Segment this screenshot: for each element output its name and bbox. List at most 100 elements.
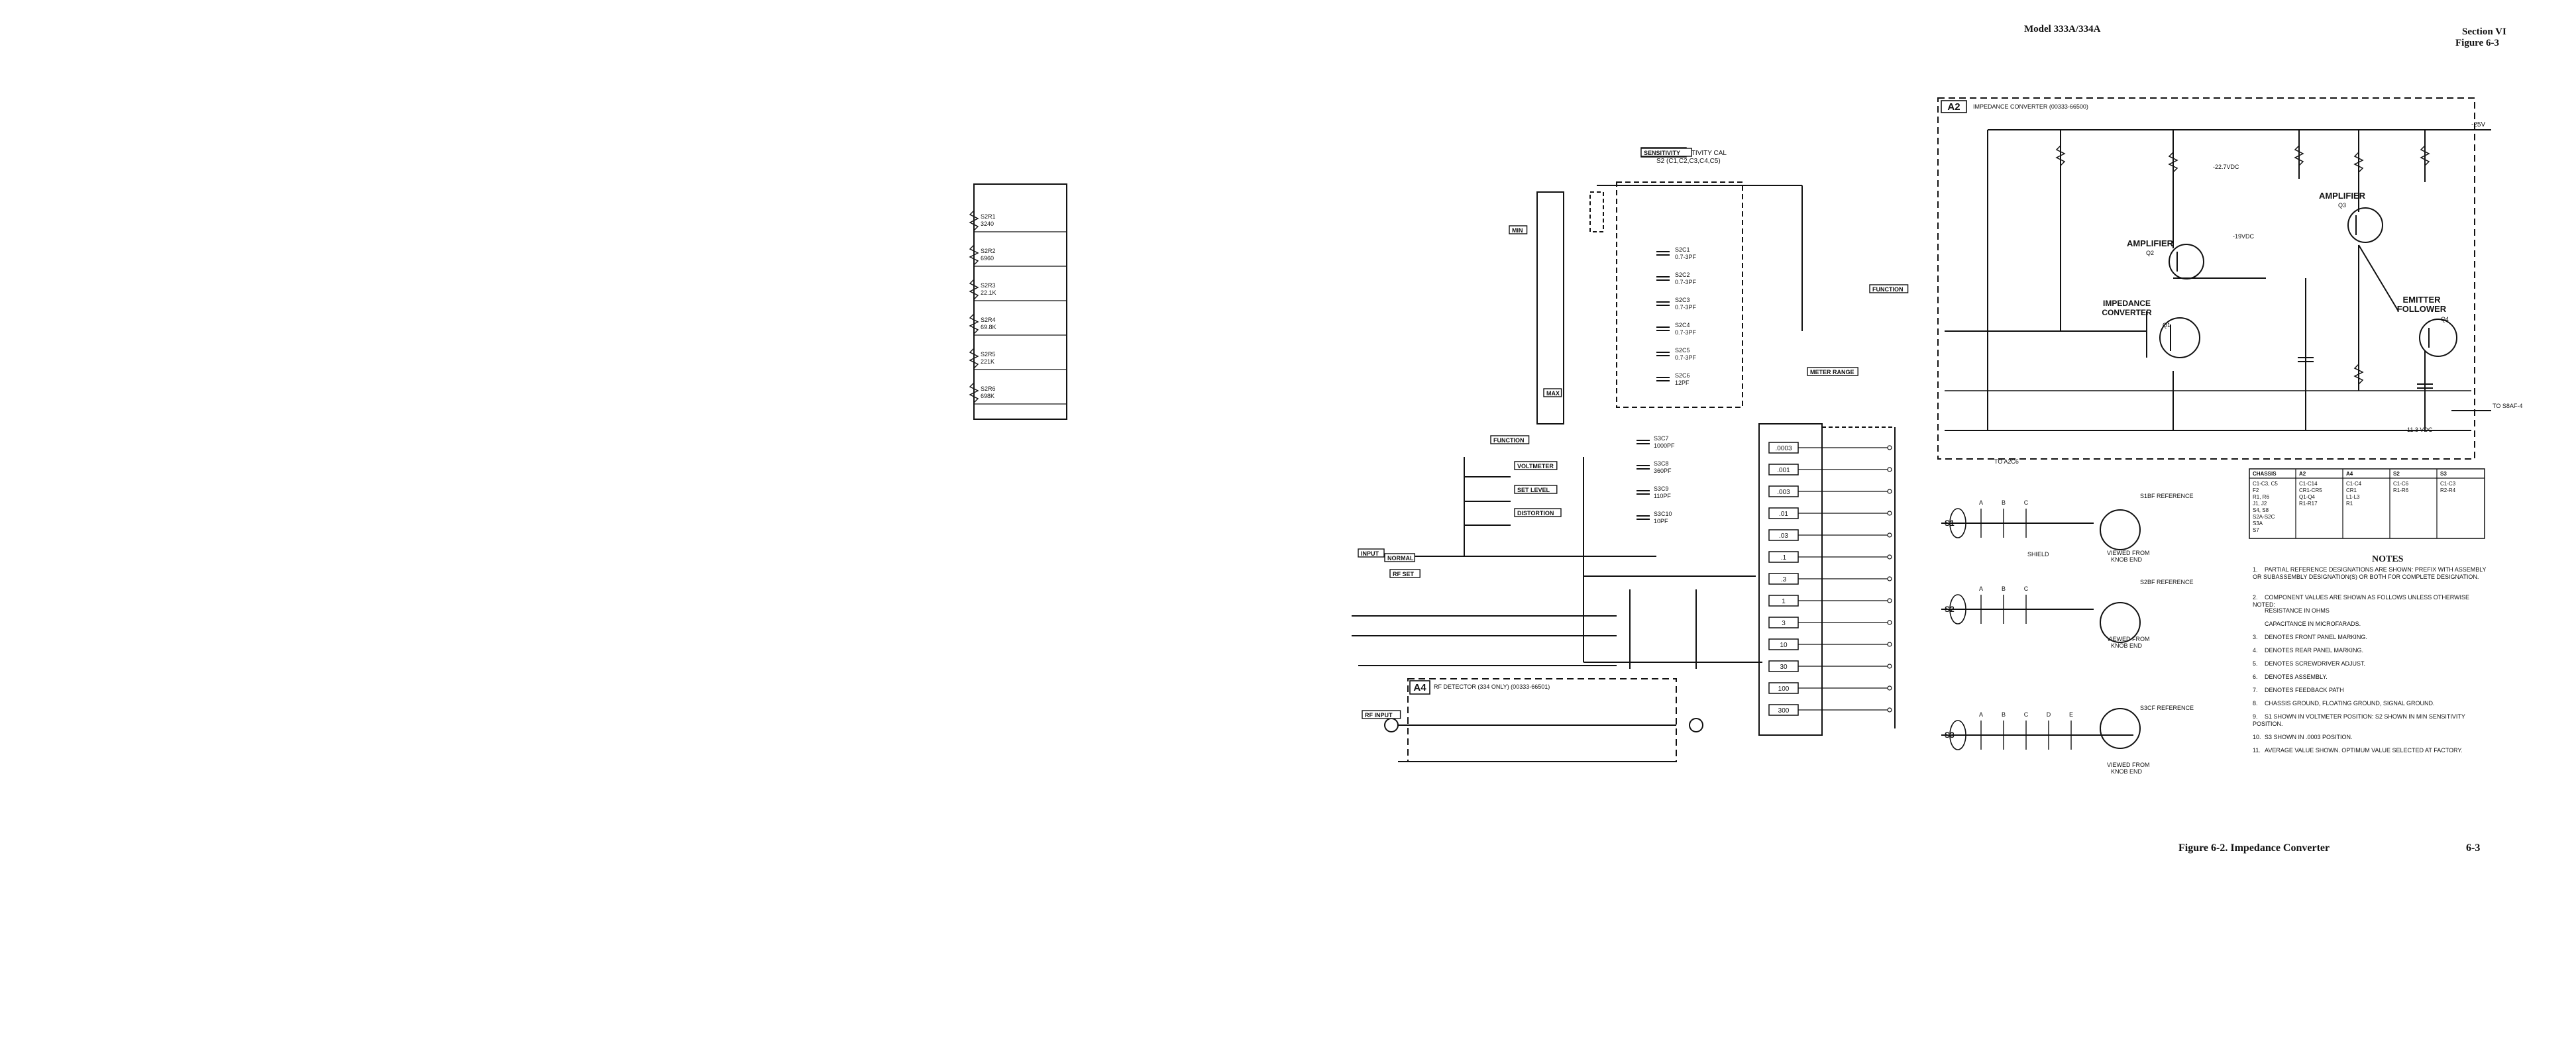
svg-text:RF INPUT: RF INPUT: [1365, 712, 1393, 719]
svg-text:C: C: [2024, 499, 2029, 506]
function-top-label: FUNCTION: [1869, 284, 1909, 293]
min-label: MIN: [1509, 225, 1528, 234]
q3-ref: Q3: [2338, 202, 2346, 209]
svg-text:.0003: .0003: [1775, 445, 1792, 452]
svg-text:A: A: [1979, 499, 1983, 506]
generated-marks: A4 RF DETECTOR (334 ONLY) (00333-66501) .0…: [969, 210, 2194, 775]
note-item: 7.DENOTES FEEDBACK PATH: [2253, 687, 2491, 694]
rf-input-label: RF INPUT: [1362, 710, 1401, 719]
note-number: 7.: [2253, 687, 2258, 693]
range-button: 3: [1768, 617, 1892, 628]
svg-text:1000PF: 1000PF: [1654, 442, 1675, 449]
q4-transistor: [2419, 319, 2457, 357]
svg-text:.1: .1: [1781, 554, 1787, 562]
a4-tag: A4: [1413, 682, 1426, 693]
svg-text:S2R6: S2R6: [981, 385, 996, 392]
note-number: 10.: [2253, 734, 2261, 740]
note-number: 1.: [2253, 566, 2258, 573]
svg-text:VIEWED FROM: VIEWED FROM: [2107, 762, 2150, 768]
svg-text:KNOB END: KNOB END: [2111, 556, 2143, 563]
a4-name: RF DETECTOR (334 ONLY) (00333-66501): [1434, 683, 1550, 690]
svg-text:.3: .3: [1781, 576, 1787, 583]
svg-text:S3C8: S3C8: [1654, 460, 1669, 467]
q1-label-2: CONVERTER: [2102, 308, 2152, 317]
note-text: DENOTES SCREWDRIVER ADJUST.: [2265, 660, 2366, 667]
chassis-table-frame: [2249, 468, 2485, 539]
note-number: 8.: [2253, 700, 2258, 707]
svg-text:KNOB END: KNOB END: [2111, 768, 2143, 775]
svg-text:S3C10: S3C10: [1654, 511, 1672, 517]
svg-text:VOLTMETER: VOLTMETER: [1517, 463, 1554, 470]
svg-text:3: 3: [1782, 620, 1786, 627]
note-item: 8. CHASSIS GROUND, FLOATING GROUND, SIGNA…: [2253, 700, 2491, 707]
a2-name: IMPEDANCE CONVERTER (00333-66500): [1973, 103, 2088, 110]
svg-text:110PF: 110PF: [1654, 493, 1671, 499]
input-label: INPUT: [1358, 548, 1385, 558]
svg-text:0.7-3PF: 0.7-3PF: [1675, 279, 1697, 285]
sensitivity-label: SENSITIVITY: [1640, 148, 1692, 157]
chassis-cell: C1-C4: [2346, 481, 2362, 487]
note-text: S1 SHOWN IN VOLTMETER POSITION: S2 SHOWN…: [2253, 713, 2465, 727]
note-text: DENOTES REAR PANEL MARKING.: [2265, 647, 2364, 654]
note-text: CHASSIS GROUND, FLOATING GROUND, SIGNAL …: [2265, 700, 2435, 707]
chassis-cell: C1-C3, C5: [2253, 481, 2278, 487]
q3-transistor: [2347, 207, 2383, 243]
svg-text:S2C2: S2C2: [1675, 272, 1690, 278]
note-number: 2.: [2253, 594, 2258, 601]
svg-text:0.7-3PF: 0.7-3PF: [1675, 304, 1697, 311]
set-level-label: SET LEVEL: [1514, 485, 1558, 494]
chassis-cell: R2-R4: [2440, 487, 2456, 493]
note-item: CAPACITANCE IN MICROFARADS.: [2253, 621, 2491, 628]
svg-text:300: 300: [1778, 707, 1790, 715]
svg-text:NORMAL: NORMAL: [1387, 555, 1414, 562]
range-button: 10: [1768, 638, 1892, 650]
svg-text:S2BF REFERENCE: S2BF REFERENCE: [2140, 579, 2194, 585]
svg-text:360PF: 360PF: [1654, 468, 1672, 474]
svg-text:A: A: [1979, 585, 1983, 592]
a2-tag-box: [1941, 100, 1967, 113]
note-number: 6.: [2253, 674, 2258, 680]
rf-set-label: RF SET: [1389, 569, 1421, 578]
svg-text:C: C: [2024, 711, 2029, 718]
svg-text:B: B: [2002, 585, 2006, 592]
s2-switch-dashed-box: [1616, 181, 1743, 408]
a2-assembly-border: [1937, 97, 2475, 460]
svg-text:22.1K: 22.1K: [981, 289, 996, 296]
svg-text:1: 1: [1782, 598, 1786, 605]
q3-label: AMPLIFIER: [2319, 191, 2366, 201]
svg-text:S3CF REFERENCE: S3CF REFERENCE: [2140, 705, 2194, 711]
note-item: 11.AVERAGE VALUE SHOWN. OPTIMUM VALUE SE…: [2253, 747, 2491, 754]
chassis-cell: F2: [2253, 487, 2259, 493]
chassis-header: CHASSIS: [2253, 471, 2277, 477]
svg-text:SHIELD: SHIELD: [2027, 551, 2049, 558]
note-text: COMPONENT VALUES ARE SHOWN AS FOLLOWS UN…: [2253, 594, 2470, 608]
s3-view-dial: [2100, 708, 2141, 749]
supply-11v: -11.3 VDC: [2405, 426, 2433, 433]
svg-text:C: C: [2024, 585, 2029, 592]
svg-text:0.7-3PF: 0.7-3PF: [1675, 254, 1697, 260]
chassis-header: A2: [2299, 471, 2306, 477]
q4-ref: Q4: [2441, 316, 2449, 323]
svg-text:FUNCTION: FUNCTION: [1493, 437, 1525, 444]
q2-ref: Q2: [2146, 250, 2154, 256]
distortion-label: DISTORTION: [1514, 508, 1562, 517]
q2-label: AMPLIFIER: [2127, 238, 2174, 248]
note-number: 5.: [2253, 660, 2258, 667]
range-button: .01: [1768, 507, 1892, 519]
chassis-cell: CR1: [2346, 487, 2357, 493]
svg-text:69.8K: 69.8K: [981, 324, 996, 330]
svg-text:S3C9: S3C9: [1654, 485, 1669, 492]
svg-text:0.7-3PF: 0.7-3PF: [1675, 329, 1697, 336]
q1-label-1: IMPEDANCE: [2103, 299, 2151, 308]
q4-label-1: EMITTER: [2402, 295, 2441, 305]
header-section: Section VI: [2462, 26, 2506, 37]
